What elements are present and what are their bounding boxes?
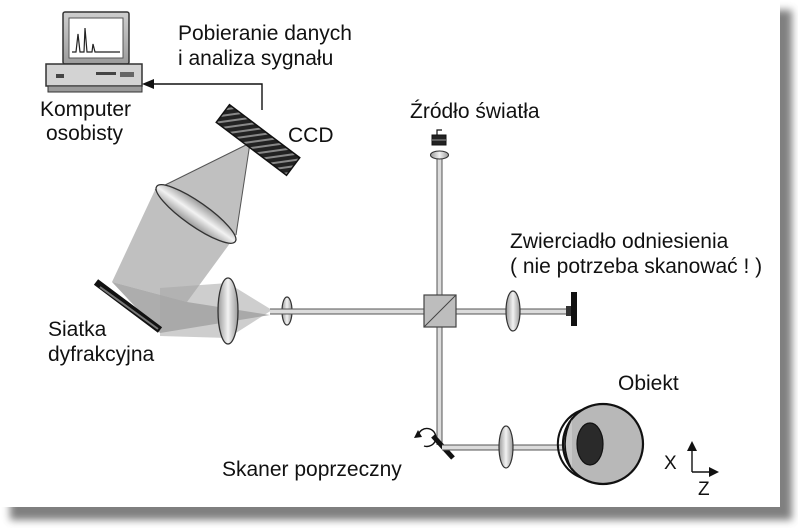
beam-splitter-icon [423,294,457,328]
light-source-label: Źródło światła [410,100,540,123]
light-source-icon [429,129,450,160]
sample-lens-icon [498,425,514,469]
eye-icon [556,402,645,486]
axis-indicator-icon [687,441,719,477]
spectrometer-lens-icon [155,184,237,244]
object-label: Obiekt [618,372,679,395]
diffraction-grating-icon [93,279,163,333]
ccd-detector-icon [215,103,301,177]
data-arrow [142,79,263,110]
grating-label-line1: Siatka [48,318,107,341]
data-label-line1: Pobieranie danych [178,22,352,45]
grating-label-line2: dyfrakcyjna [48,343,155,366]
axis-z-label: Z [698,479,710,500]
collimator-lens-icon [217,277,239,345]
data-label-line2: i analiza sygnału [178,47,334,70]
computer-label-line1: Komputer [40,98,132,121]
ccd-label: CCD [288,124,334,147]
scanner-label: Skaner poprzeczny [222,458,402,481]
detection-arm-beam [270,308,570,315]
axis-x-label: X [664,453,677,474]
mirror-label-line1: Zwierciadło odniesienia [510,230,729,253]
computer-icon [45,11,143,93]
mirror-label-line2: ( nie potrzeba skanować ! ) [510,255,763,278]
scanner-mirror-icon [414,427,455,460]
reference-mirror-icon [566,292,577,326]
computer-label-line2: osobisty [46,122,124,145]
reference-lens-icon [505,290,521,332]
